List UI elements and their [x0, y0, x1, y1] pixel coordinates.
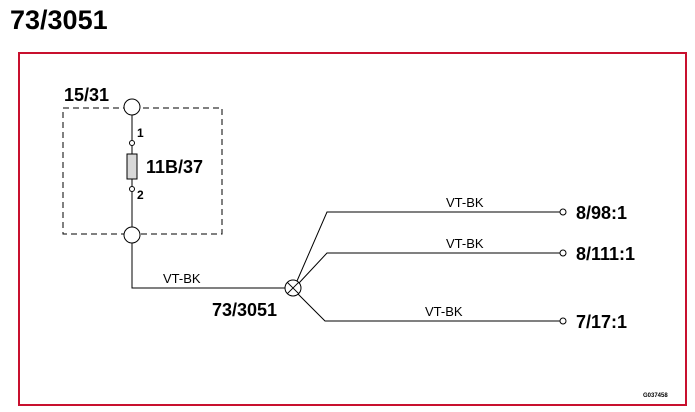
terminal-label-2: 8/111:1 [576, 244, 635, 264]
input-wire [131, 243, 285, 289]
output-wire-2 [298, 252, 560, 284]
component-boundary [62, 107, 223, 235]
fuse-symbol [126, 153, 138, 180]
terminal-marker-2 [559, 249, 567, 257]
diagram-frame [18, 52, 687, 406]
output-wire-label-3: VT-BK [425, 304, 463, 319]
output-wire-1 [296, 211, 560, 282]
page-title: 73/3051 [10, 5, 108, 35]
input-wire-label: VT-BK [163, 271, 201, 286]
output-connector [123, 226, 141, 244]
terminal-label-1: 8/98:1 [576, 203, 627, 223]
drawing-code: G037458 [643, 393, 668, 399]
output-wire-label-1: VT-BK [446, 195, 484, 210]
supply-label: 15/31 [64, 85, 109, 105]
supply-connector [123, 98, 141, 116]
terminal-label-3: 7/17:1 [576, 312, 627, 332]
terminal-marker-1 [559, 208, 567, 216]
fuse-label: 11B/37 [146, 157, 203, 177]
splice-label: 73/3051 [212, 300, 277, 320]
pin-2-label: 2 [137, 188, 144, 202]
output-wire-3 [297, 293, 560, 322]
output-wire-label-2: VT-BK [446, 236, 484, 251]
pin-2-marker [129, 186, 135, 192]
pin-1-marker [129, 140, 135, 146]
pin-1-label: 1 [137, 126, 144, 140]
terminal-marker-3 [559, 317, 567, 325]
splice-cross-b [286, 281, 300, 295]
